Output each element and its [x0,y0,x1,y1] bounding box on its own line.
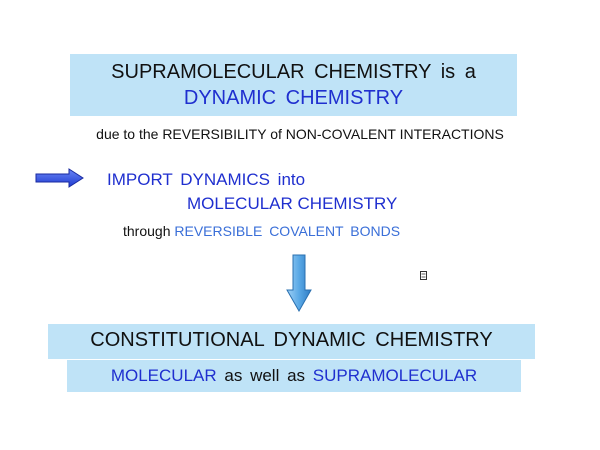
arrow-down-icon [286,254,312,312]
supramolecular-word: SUPRAMOLECULAR [312,366,478,385]
molecular-word: MOLECULAR [110,366,217,385]
molecular-line: MOLECULAR as well as SUPRAMOLECULAR [67,366,521,386]
constitutional-title: CONSTITUTIONAL DYNAMIC CHEMISTRY [90,329,493,351]
through-highlight: REVERSIBLE COVALENT BONDS [174,223,401,239]
molecular-box: MOLECULAR as well as SUPRAMOLECULAR [67,360,521,392]
constitutional-box: CONSTITUTIONAL DYNAMIC CHEMISTRY [48,324,535,359]
import-line-1: IMPORT DYNAMICS into [107,170,306,189]
placeholder-glyph-icon [420,271,427,280]
through-prefix: through [123,223,171,239]
subtitle: due to the REVERSIBILITY of NON-COVALENT… [96,126,504,142]
through-line: through REVERSIBLE COVALENT BONDS [123,223,400,239]
title-line-2: DYNAMIC CHEMISTRY [183,87,404,109]
as-well-as-text: as well as [224,366,306,385]
arrow-right-icon [35,168,84,188]
import-line-2: MOLECULAR CHEMISTRY [187,194,398,213]
title-line-1: SUPRAMOLECULAR CHEMISTRY is a [111,61,476,83]
title-box: SUPRAMOLECULAR CHEMISTRY is a DYNAMIC CH… [70,54,517,116]
